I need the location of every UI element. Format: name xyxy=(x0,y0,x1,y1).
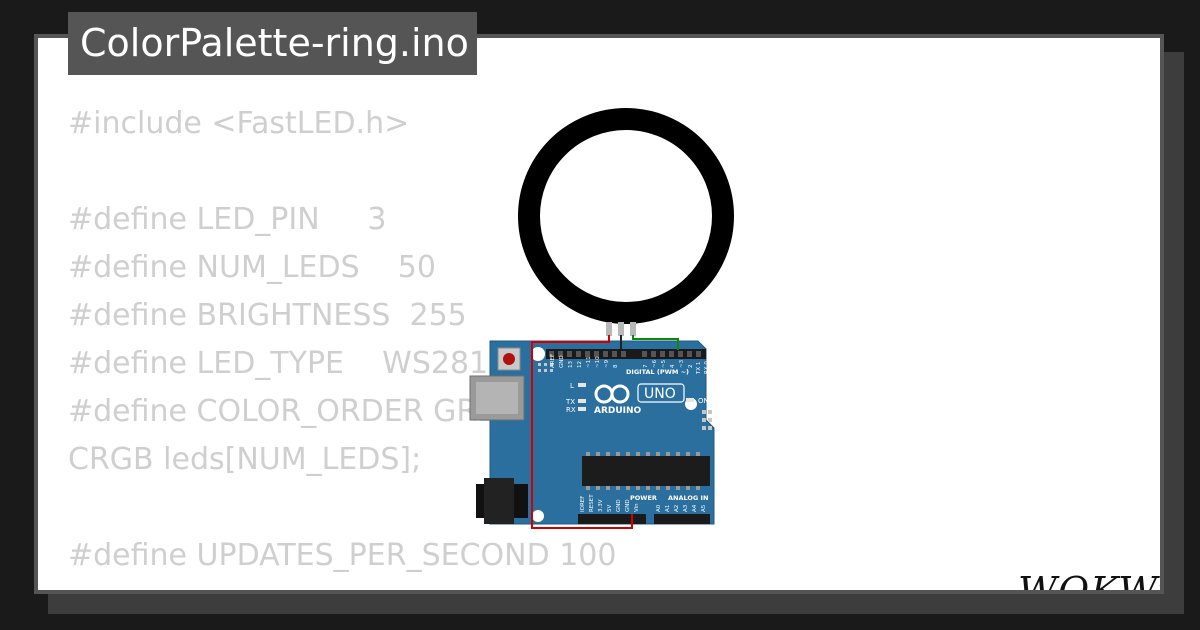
board-model-label: UNO xyxy=(644,386,676,402)
code-preview: #include <FastLED.h> #define LED_PIN 3 #… xyxy=(68,100,616,580)
pin-label: A2 xyxy=(674,505,680,512)
pin-label: RX 0 xyxy=(704,361,710,374)
page-title: ColorPalette-ring.ino xyxy=(68,12,477,75)
code-line: #include <FastLED.h> xyxy=(68,106,410,141)
code-line: CRGB leds[NUM_LEDS]; xyxy=(68,442,422,477)
code-line: #define LED_PIN 3 xyxy=(68,202,387,237)
pin-label: A4 xyxy=(692,504,698,512)
pin-label: 7 xyxy=(643,364,649,368)
code-line: #define UPDATES_PER_SECOND 100 xyxy=(68,538,617,573)
power-label: POWER xyxy=(630,494,657,502)
wokwi-logo: WOKWi xyxy=(1018,569,1164,594)
code-line: #define LED_TYPE WS2811 xyxy=(68,346,508,381)
code-line xyxy=(68,148,616,196)
pin-label: GND xyxy=(625,499,631,512)
wire-green-data[interactable] xyxy=(632,335,679,350)
pin-label: TX 1 xyxy=(696,362,702,375)
code-line xyxy=(68,484,616,532)
pin-label: ~5 xyxy=(661,359,667,368)
pin-label: A3 xyxy=(683,504,689,512)
code-line: #define NUM_LEDS 50 xyxy=(68,250,436,285)
pin-label: GND xyxy=(616,499,622,512)
pin-label: ~3 xyxy=(679,359,685,368)
pin-label: A0 xyxy=(656,504,662,512)
pin-label: A1 xyxy=(665,505,671,512)
code-line: #define COLOR_ORDER GRB xyxy=(68,394,498,429)
pin-label: 4 xyxy=(670,364,676,368)
on-led-label: ON xyxy=(698,397,709,405)
code-line: #define BRIGHTNESS 255 xyxy=(68,298,467,333)
wokwi-logo-text: WOKWi xyxy=(1018,569,1164,594)
pin-label: ~6 xyxy=(652,359,658,368)
pin-label: A5 xyxy=(701,504,707,512)
digital-pins-label: DIGITAL (PWM ~) xyxy=(626,368,689,376)
pin-label: 2 xyxy=(688,365,694,369)
analog-label: ANALOG IN xyxy=(668,494,708,502)
preview-card: #include <FastLED.h> #define LED_PIN 3 #… xyxy=(34,34,1164,594)
pin-label: Vin xyxy=(634,503,640,512)
